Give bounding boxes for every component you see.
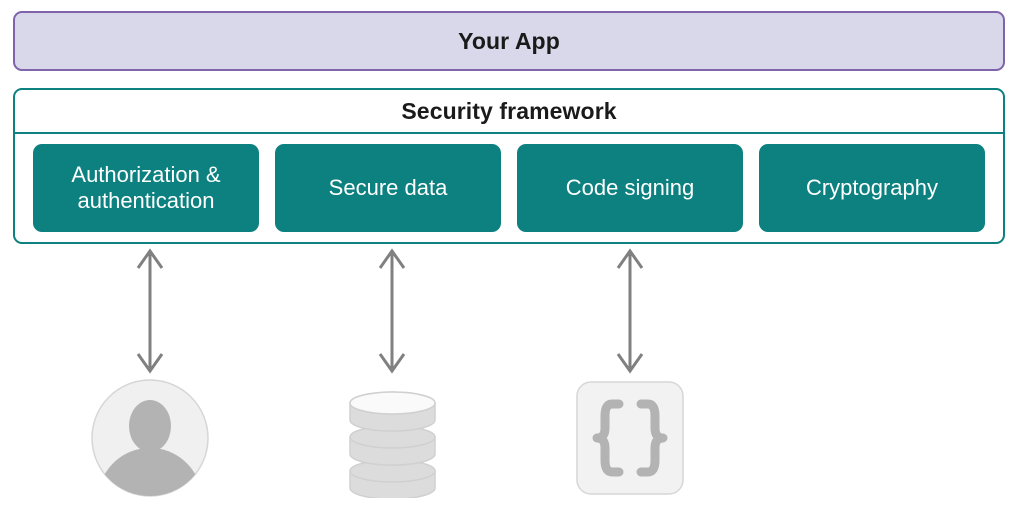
your-app-label: Your App xyxy=(458,27,560,54)
security-framework-label: Security framework xyxy=(401,97,617,124)
capability-tile-cryptography[interactable]: Cryptography xyxy=(759,144,985,232)
connector-secure-data-arrow xyxy=(378,248,406,374)
user-avatar-icon xyxy=(91,379,209,497)
connector-code-signing-arrow xyxy=(616,248,644,374)
capability-row: Authorization & authentication Secure da… xyxy=(15,134,1003,242)
code-braces-icon xyxy=(576,381,684,495)
your-app-box: Your App xyxy=(13,11,1005,71)
security-framework-header: Security framework xyxy=(15,90,1003,134)
database-icon xyxy=(349,391,436,498)
capability-tile-authorization-authentication[interactable]: Authorization & authentication xyxy=(33,144,259,232)
connector-authorization-arrow xyxy=(136,248,164,374)
security-framework-box: Security framework Authorization & authe… xyxy=(13,88,1005,244)
capability-tile-code-signing[interactable]: Code signing xyxy=(517,144,743,232)
capability-tile-secure-data[interactable]: Secure data xyxy=(275,144,501,232)
